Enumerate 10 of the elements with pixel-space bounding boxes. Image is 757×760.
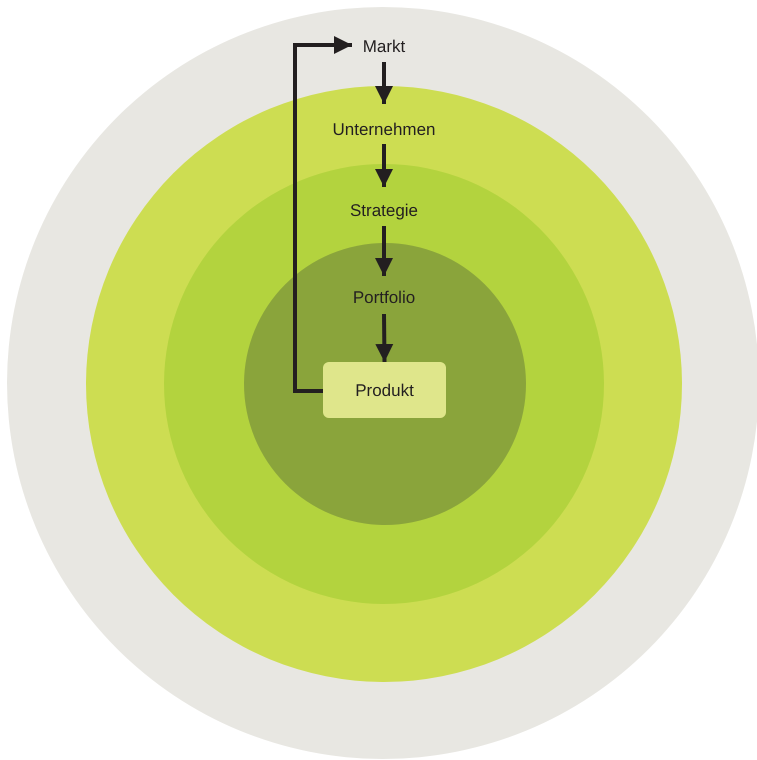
arrow [375,62,393,104]
node-label: Strategie [339,187,429,226]
arrow [375,144,393,187]
process-box: Produkt [323,362,446,418]
arrow [375,226,393,276]
arrow [293,36,352,393]
node-label: Portfolio [339,276,429,314]
arrow [375,314,394,362]
node-label: Markt [352,30,416,62]
node-label: Unternehmen [329,104,439,144]
